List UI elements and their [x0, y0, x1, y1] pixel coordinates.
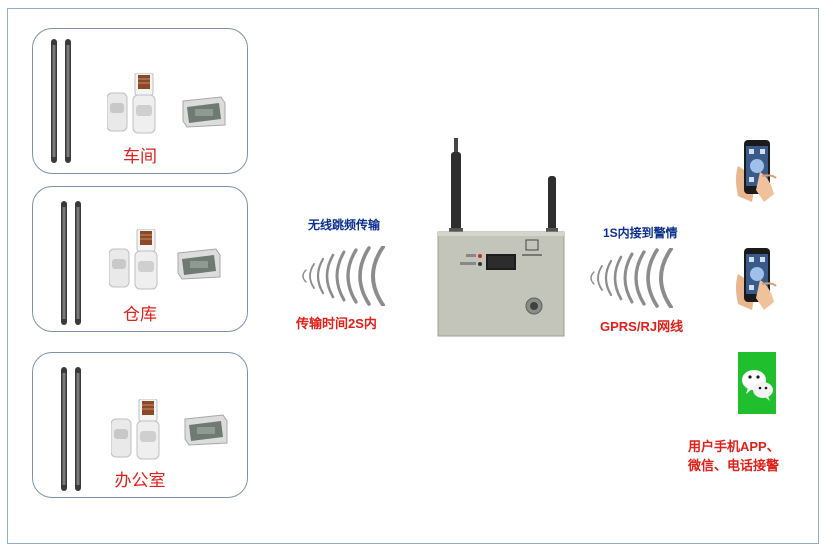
left-link-bottom-caption: 传输时间2S内 [296, 316, 377, 331]
zone-label: 仓库 [123, 305, 157, 325]
pir-detector-icon [107, 73, 157, 135]
left-link-top-caption: 无线跳频传输 [308, 218, 381, 232]
zone-warehouse: 仓库 [32, 186, 248, 332]
zone-label: 车间 [123, 147, 157, 167]
camera-detector-icon [183, 413, 229, 447]
wechat-icon [738, 352, 776, 414]
camera-detector-icon [181, 95, 227, 129]
zone-office: 办公室 [32, 352, 248, 498]
smartphone-app-icon [730, 138, 780, 202]
camera-detector-icon [176, 247, 222, 281]
endpoints-caption-line1: 用户手机APP、 [688, 439, 780, 454]
smartphone-app-icon [730, 246, 780, 310]
pir-detector-icon [109, 229, 159, 291]
right-link-top-caption: 1S内接到警情 [603, 226, 678, 240]
right-link-bottom-caption: GPRS/RJ网线 [600, 319, 684, 334]
alarm-host-icon [437, 138, 565, 337]
zone-label: 办公室 [114, 471, 166, 491]
pir-detector-icon [111, 399, 161, 461]
wireless-waves-icon [296, 246, 396, 306]
diagram-frame [7, 8, 819, 544]
wireless-waves-icon [584, 248, 684, 308]
endpoints-caption-line2: 微信、电话接警 [688, 458, 780, 473]
zone-workshop: 车间 [32, 28, 248, 174]
